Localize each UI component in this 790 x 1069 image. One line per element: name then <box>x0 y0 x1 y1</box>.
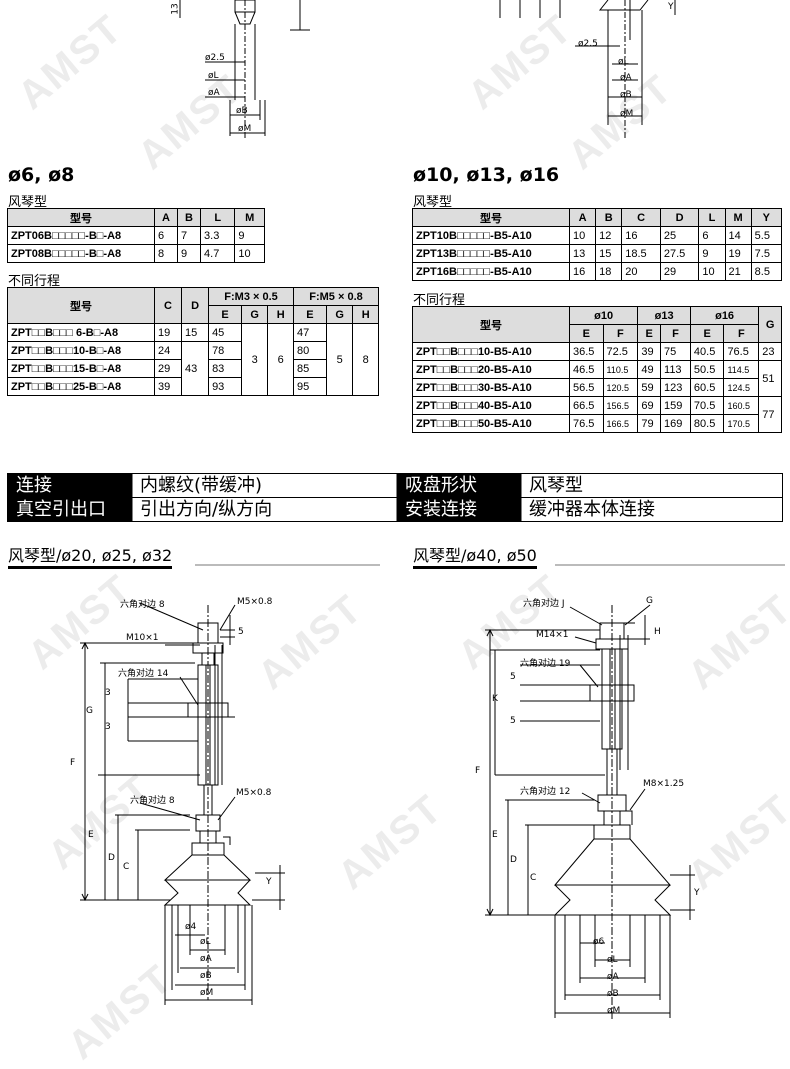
dim-label: 六角对边 J <box>523 599 565 609</box>
dim-label: G <box>646 596 653 606</box>
dim-label: ø2.5 <box>578 39 598 49</box>
divider <box>555 564 785 566</box>
dim-label: M14×1 <box>536 630 569 640</box>
dim-label: øL <box>200 937 211 947</box>
dim-label: M5×0.8 <box>236 788 272 798</box>
dim-label: 六角对边 14 <box>118 669 169 679</box>
top-left-drawing <box>179 0 310 140</box>
dim-label: øB <box>236 106 248 116</box>
watermark: AMST <box>9 6 131 118</box>
dim-label: ø2.5 <box>205 53 225 63</box>
dim-label: 六角对边 8 <box>120 600 165 610</box>
info-value: 缓冲器本体连接 <box>521 498 783 522</box>
dim-label: øA <box>620 73 632 83</box>
dim-label: H <box>654 627 661 637</box>
drawing-bellows-20-32 <box>80 602 285 1005</box>
dim-label: øM <box>238 124 252 134</box>
stroke-label: 不同行程 <box>413 293 466 308</box>
info-key: 真空引出口 <box>8 498 132 522</box>
dim-label: ø6 <box>593 937 605 947</box>
dim-label: M5×0.8 <box>237 597 273 607</box>
section-title: ø10, ø13, ø16 <box>413 164 560 186</box>
dim-label: Y <box>668 2 674 12</box>
stroke-label: 不同行程 <box>8 274 61 289</box>
dim-label: øB <box>607 989 619 999</box>
dim-label: 5 <box>238 627 244 637</box>
info-key: 连接 <box>8 474 132 498</box>
dim-label: øM <box>620 109 634 119</box>
dim-label: Y <box>266 877 272 887</box>
dim-label: ø4 <box>185 922 197 932</box>
dim-label: øA <box>607 972 619 982</box>
dim-label: M8×1.25 <box>643 779 685 789</box>
dim-label: D <box>108 853 115 863</box>
dim-label: F <box>475 766 481 776</box>
divider <box>195 564 380 566</box>
drawing-bellows-40-50 <box>485 604 695 1020</box>
dim-label: 5 <box>510 672 516 682</box>
info-value: 引出方向/纵方向 <box>132 498 397 522</box>
dim-label: øL <box>208 71 219 81</box>
dim-label: øA <box>208 88 220 98</box>
dim-label: øA <box>200 954 212 964</box>
dim-label: 13 <box>170 3 181 15</box>
dim-label: 六角对边 19 <box>520 659 571 669</box>
dim-label: M10×1 <box>126 633 159 643</box>
info-bar-borders <box>7 473 783 522</box>
type-label: 风琴型 <box>8 195 48 210</box>
dim-label: 3 <box>105 688 111 698</box>
dim-label: øL <box>618 57 629 67</box>
drawing-heading: 风琴型/ø20, ø25, ø32 <box>8 542 173 569</box>
dim-label: C <box>123 862 130 872</box>
dim-label: 5 <box>510 716 516 726</box>
dim-label: 六角对边 12 <box>520 787 571 797</box>
dim-label: F <box>70 758 76 768</box>
dim-label: G <box>86 706 93 716</box>
dim-label: øB <box>620 90 632 100</box>
dim-label: E <box>492 830 498 840</box>
dim-label: Y <box>694 888 700 898</box>
dim-label: 3 <box>105 722 111 732</box>
dim-label: E <box>88 830 94 840</box>
drawing-heading: 风琴型/ø40, ø50 <box>413 542 537 569</box>
dim-label: øL <box>607 955 618 965</box>
info-key: 安装连接 <box>397 498 521 522</box>
section-title: ø6, ø8 <box>8 164 75 186</box>
dim-label: øM <box>200 988 214 998</box>
top-right-drawing <box>499 0 676 140</box>
info-key: 吸盘形状 <box>397 474 521 498</box>
info-value: 内螺纹(带缓冲) <box>132 474 397 498</box>
dim-label: øB <box>200 971 212 981</box>
dim-label: øM <box>607 1006 621 1016</box>
type-label: 风琴型 <box>413 195 453 210</box>
info-value: 风琴型 <box>521 474 783 498</box>
dim-label: D <box>510 855 517 865</box>
dim-label: C <box>530 873 537 883</box>
dim-label: K <box>492 694 498 704</box>
dim-label: 六角对边 8 <box>130 796 175 806</box>
